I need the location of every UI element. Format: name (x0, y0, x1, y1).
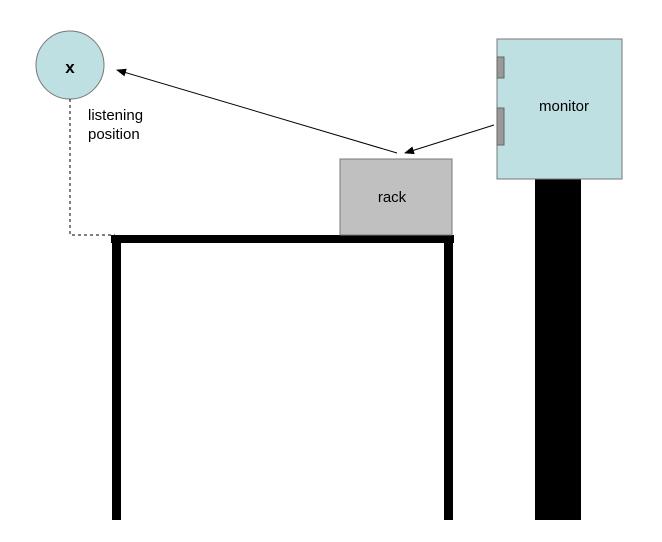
listening-label-line1: listening (88, 107, 143, 124)
monitor-box (496, 38, 623, 180)
desk-left-leg (112, 235, 121, 520)
listening-label-line2: position (88, 126, 140, 143)
monitor-tab-lower (496, 107, 505, 146)
monitor-stand (535, 179, 581, 520)
monitor-label: monitor (539, 98, 589, 115)
desk-top (111, 235, 454, 243)
rack-label: rack (378, 189, 407, 206)
monitor-tab-upper (496, 56, 505, 79)
arrow-rack-to-listening-position (116, 68, 398, 154)
rack-box (339, 158, 453, 236)
arrow-monitor-to-rack (404, 124, 495, 155)
desk-right-leg (444, 235, 453, 520)
listening-position-marker: x (65, 58, 75, 77)
